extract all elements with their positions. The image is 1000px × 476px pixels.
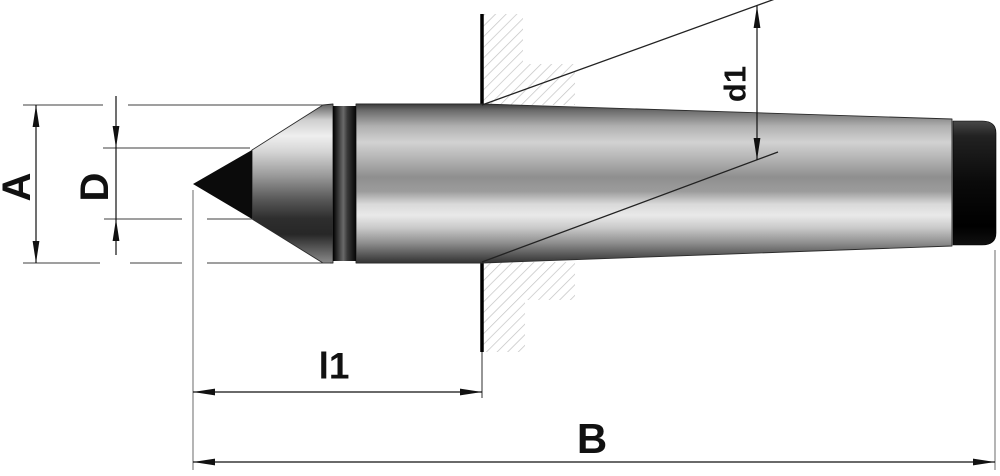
spindle-section-hatching	[480, 14, 575, 352]
dimension-label-a: A	[0, 173, 39, 202]
end-cap	[952, 120, 997, 246]
oblique-extension-lower	[481, 151, 779, 263]
dead-center-part	[193, 103, 997, 264]
dimension-label-b: B	[576, 415, 608, 462]
carbide-tip-cone	[193, 150, 252, 219]
center-cone	[251, 103, 334, 264]
dimension-label-l1: l1	[318, 345, 350, 387]
hatch-area-top	[483, 14, 575, 105]
oblique-extension-upper	[481, 0, 775, 106]
relief-groove	[333, 106, 356, 261]
oblique-extension-lines-d1	[481, 0, 779, 263]
dimension-lines	[32, 6, 995, 466]
taper-shank-body	[355, 103, 953, 264]
dimension-label-d1: d1	[717, 65, 753, 103]
dimension-label-d: D	[73, 172, 117, 202]
hatch-area-bottom	[483, 262, 575, 352]
